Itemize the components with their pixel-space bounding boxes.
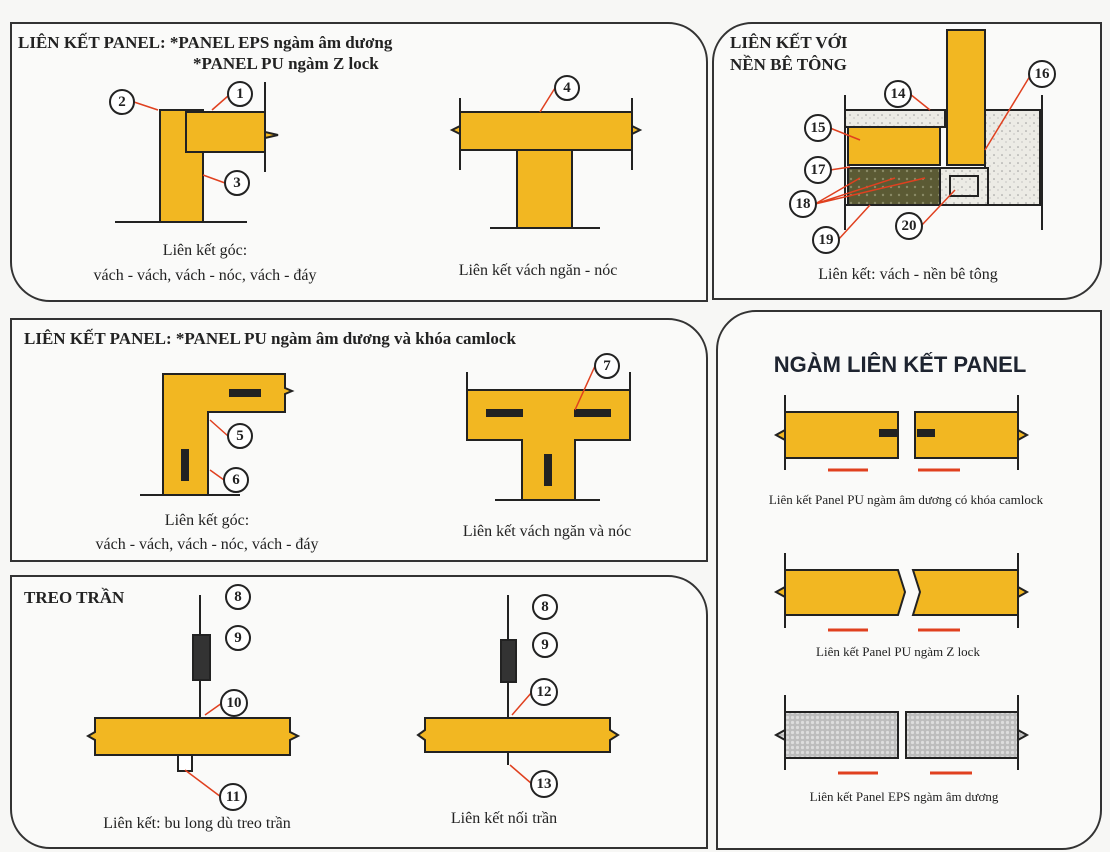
panel2-title-line1: LIÊN KẾT VỚI <box>730 33 848 52</box>
leader-lines <box>133 75 1031 798</box>
caption-corner-1: Liên kết góc: <box>162 242 248 259</box>
caption-hanging-bolt: Liên kết: bu long dù treo trần <box>103 815 291 832</box>
callout-4: 4 <box>563 80 571 96</box>
callout-16: 16 <box>1035 66 1051 82</box>
caption-tee: Liên kết vách ngăn - nóc <box>458 262 618 279</box>
callout-2: 2 <box>118 94 126 110</box>
callout-8b: 8 <box>541 599 549 615</box>
caption-ceiling-joint: Liên kết nối trần <box>450 810 558 827</box>
caption-zlock-joint: Liên kết Panel PU ngàm Z lock <box>816 644 980 659</box>
callout-8: 8 <box>234 589 242 605</box>
callout-10: 10 <box>227 695 242 711</box>
panel1-title-line2: *PANEL PU ngàm Z lock <box>193 54 379 73</box>
panel5-title: NGÀM LIÊN KẾT PANEL <box>773 352 1027 377</box>
callout-18: 18 <box>796 196 811 212</box>
panel-shape <box>911 569 1030 616</box>
callout-1: 1 <box>236 86 244 102</box>
panel-shape <box>773 711 899 759</box>
caption-camlock-joint: Liên kết Panel PU ngàm âm dương có khóa … <box>768 492 1044 507</box>
callout-17: 17 <box>811 162 827 178</box>
panel1-title-line1: LIÊN KẾT PANEL: *PANEL EPS ngàm âm dương <box>18 33 393 52</box>
callout-5: 5 <box>236 428 244 444</box>
callout-14: 14 <box>891 86 907 102</box>
caption-eps-joint: Liên kết Panel EPS ngàm âm dương <box>809 789 999 804</box>
callout-7: 7 <box>603 358 611 374</box>
direction-arrows <box>828 468 972 775</box>
callout-19: 19 <box>819 232 834 248</box>
panel2-title-line2: NỀN BÊ TÔNG <box>730 55 847 74</box>
caption-corner-2: vách - vách, vách - nóc, vách - đáy <box>93 267 317 284</box>
callout-9: 9 <box>234 630 242 646</box>
panel-ceiling-hanging <box>10 575 708 849</box>
callout-20: 20 <box>902 218 917 234</box>
caption-corner-camlock-1: Liên kết góc: <box>164 512 250 529</box>
panel2-caption: Liên kết: vách - nền bê tông <box>818 266 998 283</box>
panel-shape <box>905 711 1030 759</box>
panel4-title: TREO TRẦN <box>24 588 125 607</box>
panel-shape <box>516 149 573 229</box>
panel-shape <box>449 111 643 151</box>
caption-corner-camlock-2: vách - vách, vách - nóc, vách - đáy <box>95 536 319 553</box>
panel3-title: LIÊN KẾT PANEL: *PANEL PU ngàm âm dương … <box>24 329 516 348</box>
panel-shape <box>416 717 620 753</box>
panel-corner-connections <box>10 22 708 302</box>
callout-13: 13 <box>537 776 552 792</box>
panel-shape <box>85 717 301 756</box>
caption-tee-camlock: Liên kết vách ngăn và nóc <box>462 523 632 540</box>
callout-circles <box>109 60 1056 811</box>
panel-shape <box>773 569 907 616</box>
callout-15: 15 <box>811 120 826 136</box>
callout-11: 11 <box>226 789 240 805</box>
callout-9b: 9 <box>541 637 549 653</box>
callout-6: 6 <box>232 472 240 488</box>
callout-3: 3 <box>233 175 241 191</box>
callout-12: 12 <box>537 684 552 700</box>
panel-joint-types <box>716 310 1102 850</box>
